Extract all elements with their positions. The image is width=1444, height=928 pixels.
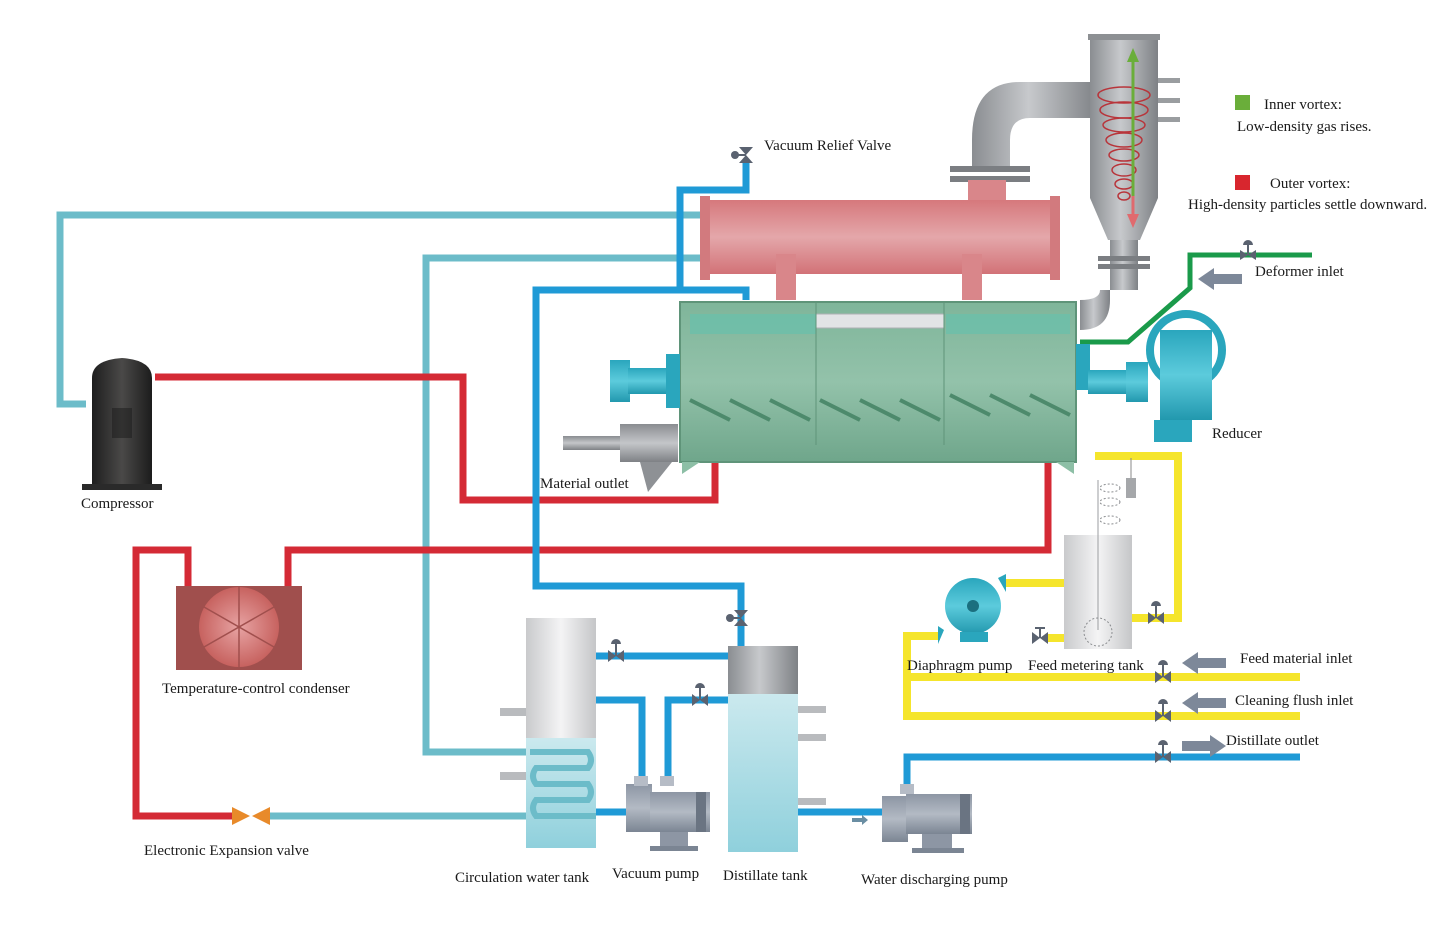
defoamer-inlet-valve-icon[interactable] bbox=[1240, 240, 1256, 260]
feed-tank-drain-valve-icon[interactable] bbox=[1032, 627, 1048, 644]
temperature-control-condenser-label: Temperature-control condenser bbox=[162, 681, 350, 697]
outer-vortex-spiral bbox=[1097, 86, 1151, 201]
feed-metering-tank-label: Feed metering tank bbox=[1028, 658, 1144, 674]
inner-vortex-swatch bbox=[1235, 95, 1250, 110]
inner-vortex-title: Inner vortex: bbox=[1264, 97, 1342, 113]
pipe-dryer-to-condenser bbox=[284, 462, 1052, 587]
pipe-condenser-return bbox=[422, 254, 706, 756]
distillate-tank-vent-valve-icon[interactable] bbox=[726, 610, 748, 626]
outer-vortex-title: Outer vortex: bbox=[1270, 176, 1351, 192]
pipe-defoamer-inlet bbox=[1080, 252, 1312, 345]
vacuum-relief-valve-label: Vacuum Relief Valve bbox=[764, 138, 892, 154]
distillate-tank bbox=[728, 646, 826, 852]
flow-arrows bbox=[1182, 268, 1242, 757]
outer-vortex-swatch bbox=[1235, 175, 1250, 190]
vacuum-rake-dryer bbox=[563, 301, 1226, 492]
electronic-expansion-valve bbox=[232, 807, 270, 825]
defoamer-inlet-label: Deformer inlet bbox=[1255, 264, 1344, 280]
circulation-water-tank bbox=[500, 618, 596, 848]
pipe-dryer-vacuum bbox=[532, 286, 746, 646]
cleaning-inlet-valve-icon[interactable] bbox=[1155, 699, 1171, 722]
distillate-outlet-label: Distillate outlet bbox=[1226, 733, 1319, 749]
electronic-expansion-valve-label: Electronic Expansion valve bbox=[144, 843, 309, 859]
cyclone-separator bbox=[950, 34, 1180, 330]
water-discharging-pump-label: Water discharging pump bbox=[861, 872, 1008, 888]
pipe-circ-to-vacuum-pump bbox=[596, 696, 646, 786]
reducer-label: Reducer bbox=[1212, 426, 1262, 442]
diaphragm-pump-graphic bbox=[938, 574, 1006, 644]
compressor-label: Compressor bbox=[81, 496, 154, 512]
diaphragm-pump-label: Diaphragm pump bbox=[907, 658, 1013, 674]
shell-tube-condenser bbox=[700, 180, 1060, 300]
inner-vortex-desc: Low-density gas rises. bbox=[1237, 119, 1372, 135]
vacuum-pump-graphic bbox=[626, 776, 710, 851]
pipe-vacuum-pump-to-distillate bbox=[664, 696, 728, 786]
distillate-tank-label: Distillate tank bbox=[723, 868, 808, 884]
defoamer-inlet-arrow-icon bbox=[1198, 268, 1242, 290]
cleaning-inlet-arrow-icon bbox=[1182, 692, 1226, 714]
vacuum-pump-label: Vacuum pump bbox=[612, 866, 700, 882]
circ-tank-valve-icon[interactable] bbox=[608, 639, 624, 662]
valves bbox=[608, 147, 1256, 763]
vacuum-pump-valve-icon[interactable] bbox=[692, 683, 708, 706]
pipe-compressor-suction bbox=[56, 211, 706, 408]
material-outlet-label: Material outlet bbox=[540, 476, 629, 492]
feed-inlet-arrow-icon bbox=[1182, 652, 1226, 674]
pipe-distillate-outlet bbox=[903, 753, 1300, 790]
circulation-water-tank-label: Circulation water tank bbox=[455, 870, 590, 886]
outer-vortex-desc: High-density particles settle downward. bbox=[1188, 197, 1428, 213]
water-discharging-pump-graphic bbox=[852, 784, 972, 853]
refrigerant-hot-lines bbox=[132, 373, 1052, 820]
vacuum-relief-valve-icon[interactable] bbox=[731, 147, 753, 163]
feed-tank-outlet-valve-icon[interactable] bbox=[1148, 601, 1164, 624]
feed-metering-tank-graphic bbox=[1064, 458, 1136, 649]
pipe-condenser-to-expansion bbox=[132, 546, 234, 820]
compressor bbox=[82, 358, 162, 490]
distillate-outlet-arrow-icon bbox=[1182, 735, 1226, 757]
temperature-control-condenser bbox=[176, 586, 302, 670]
feed-inlet-valve-icon[interactable] bbox=[1155, 660, 1171, 683]
cleaning-flush-inlet-label: Cleaning flush inlet bbox=[1235, 693, 1354, 709]
refrigerant-cold-lines bbox=[56, 211, 706, 820]
distillate-outlet-valve-icon[interactable] bbox=[1155, 740, 1171, 763]
feed-material-inlet-label: Feed material inlet bbox=[1240, 651, 1353, 667]
pipe-compressor-discharge bbox=[155, 373, 719, 504]
cyclone-elbow-pipe bbox=[972, 82, 1098, 170]
